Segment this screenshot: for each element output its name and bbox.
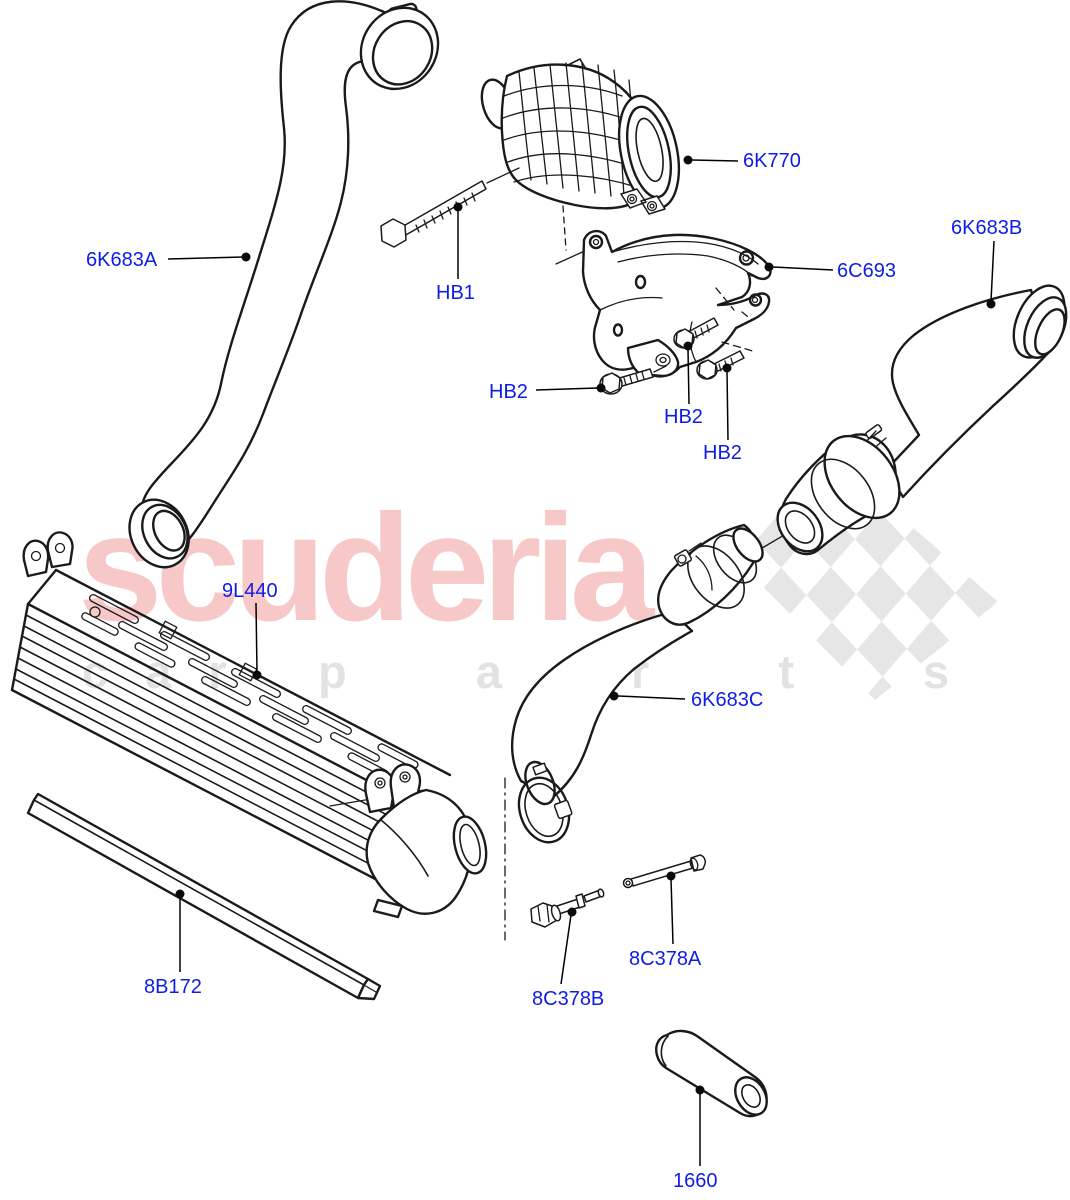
part-label-6c693: 6C693 — [837, 260, 896, 282]
hose-6k683a-drawing — [128, 0, 440, 569]
sleeve-1660-drawing — [655, 1029, 768, 1118]
coupler-6k683c-end-drawing — [657, 523, 764, 626]
intercooler-end-tank — [365, 788, 488, 919]
part-label-9l440: 9L440 — [222, 580, 278, 602]
stud-bolt-hb1-drawing — [380, 167, 590, 265]
hose-6k683b-drawing — [884, 284, 1068, 499]
air-duct-6k770-drawing — [480, 57, 681, 251]
part-label-hb1: HB1 — [436, 282, 475, 304]
part-label-6k770: 6K770 — [743, 150, 801, 172]
bolt-8c378b-drawing — [530, 888, 605, 928]
part-label-hb2-2: HB2 — [664, 406, 703, 428]
bolt-8c378a-drawing — [622, 854, 706, 889]
hose-clamp-drawing — [517, 762, 573, 844]
part-label-8c378a: 8C378A — [629, 948, 702, 970]
bolt-hb2-3-drawing — [696, 350, 745, 380]
part-label-6k683c: 6K683C — [691, 689, 764, 711]
bracket-6c693-drawing — [581, 229, 772, 378]
intercooler-top-slots — [81, 593, 419, 778]
seal-strip-8b172-drawing — [26, 792, 382, 1001]
part-label-hb2-3: HB2 — [703, 442, 742, 464]
intercooler-left-bracket — [22, 531, 74, 578]
intercooler-9l440-drawing — [10, 531, 488, 919]
leader-lines — [167, 155, 996, 1166]
part-label-8b172: 8B172 — [144, 976, 202, 998]
part-label-6k683a: 6K683A — [86, 249, 158, 271]
hose-6k683c-drawing — [510, 610, 694, 806]
part-label-8c378b: 8C378B — [532, 988, 605, 1010]
part-label-1660: 1660 — [673, 1170, 718, 1192]
coupler-6k683b-end-drawing — [776, 424, 901, 556]
part-label-6k683b: 6K683B — [951, 217, 1023, 239]
bolt-hb2-1-drawing — [599, 365, 667, 395]
part-label-hb2-1: HB2 — [489, 381, 528, 403]
